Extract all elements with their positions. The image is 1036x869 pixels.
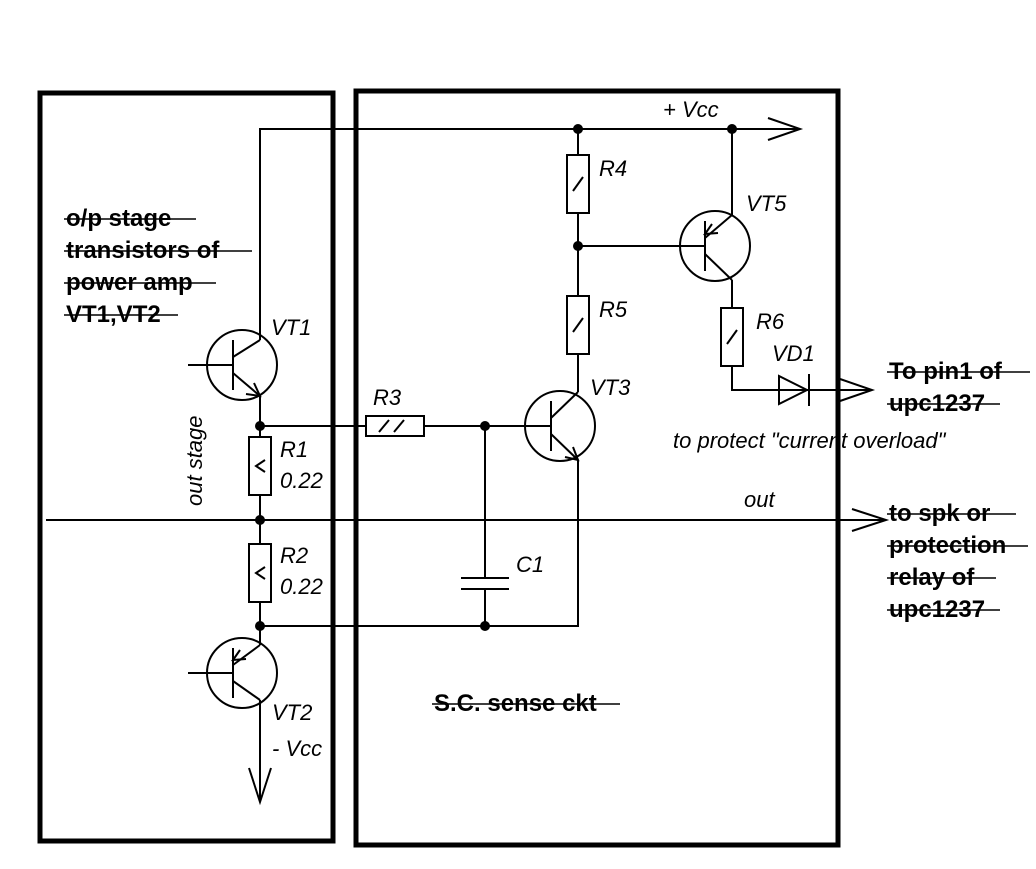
left-block-note: o/p stage transistors of power amp VT1,V… — [64, 205, 252, 328]
out-stage-label: out stage — [182, 415, 207, 506]
transistor-vt1 — [188, 329, 278, 426]
vt1-label: VT1 — [271, 315, 311, 340]
junction-dots — [255, 124, 737, 631]
vcc-negative-label: - Vcc — [272, 736, 322, 761]
vcc-positive-label: + Vcc — [663, 97, 719, 122]
out-line — [46, 508, 890, 532]
r2-value: 0.22 — [280, 574, 323, 599]
vd1-label: VD1 — [772, 341, 815, 366]
r1-value: 0.22 — [280, 468, 323, 493]
transistor-vt3 — [524, 354, 596, 462]
resistor-r1 — [248, 426, 272, 544]
c1-label: C1 — [516, 552, 544, 577]
output-stage-frame — [37, 90, 336, 844]
speaker-note: to spk or protection relay of upc1237 — [887, 500, 1028, 623]
capacitor-c1 — [461, 426, 509, 626]
transistor-vt5 — [679, 129, 751, 308]
sc-sense-title: S.C. sense ckt — [432, 690, 620, 717]
r1-label: R1 — [280, 437, 308, 462]
r3-label: R3 — [373, 385, 402, 410]
vt3-label: VT3 — [590, 375, 631, 400]
r5-label: R5 — [599, 297, 628, 322]
vt2-label: VT2 — [272, 700, 312, 725]
vcc-positive-rail — [259, 117, 804, 340]
pin1-note: To pin1 of upc1237 — [887, 358, 1030, 417]
bottom-node-wire — [260, 460, 579, 627]
resistor-r6 — [720, 307, 872, 391]
diode-vd1 — [778, 374, 876, 406]
r2-label: R2 — [280, 543, 308, 568]
resistor-r3 — [365, 415, 525, 437]
r6-label: R6 — [756, 309, 785, 334]
out-label: out — [744, 487, 775, 512]
overload-note: to protect "current overload" — [673, 428, 947, 453]
resistor-r5 — [566, 246, 590, 355]
transistor-vt2 — [188, 637, 278, 806]
sense-circuit-frame — [353, 88, 841, 848]
resistor-r4 — [566, 129, 590, 246]
vt5-label: VT5 — [746, 191, 787, 216]
r4-label: R4 — [599, 156, 627, 181]
